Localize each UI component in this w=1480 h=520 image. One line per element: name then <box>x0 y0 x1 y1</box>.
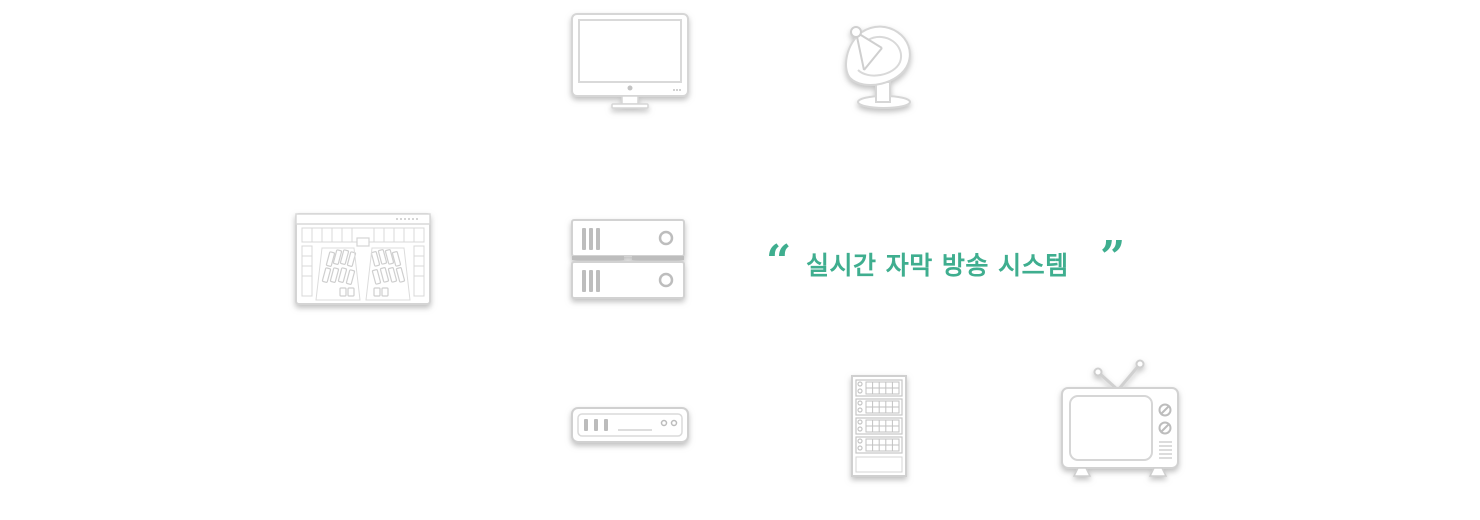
close-quote-mark: ” <box>1100 232 1126 283</box>
monitor-icon <box>570 12 692 112</box>
caption: “ 실시간 자막 방송 시스템 ” <box>766 232 1126 287</box>
keyboard-icon <box>294 212 434 308</box>
encoder-icon <box>570 406 692 450</box>
open-quote-mark: “ <box>766 236 792 287</box>
server-icon <box>570 218 688 304</box>
satellite-dish-icon <box>842 18 916 112</box>
rack-icon <box>850 374 910 480</box>
system-title: 실시간 자막 방송 시스템 <box>806 251 1069 280</box>
tv-icon <box>1060 358 1184 480</box>
